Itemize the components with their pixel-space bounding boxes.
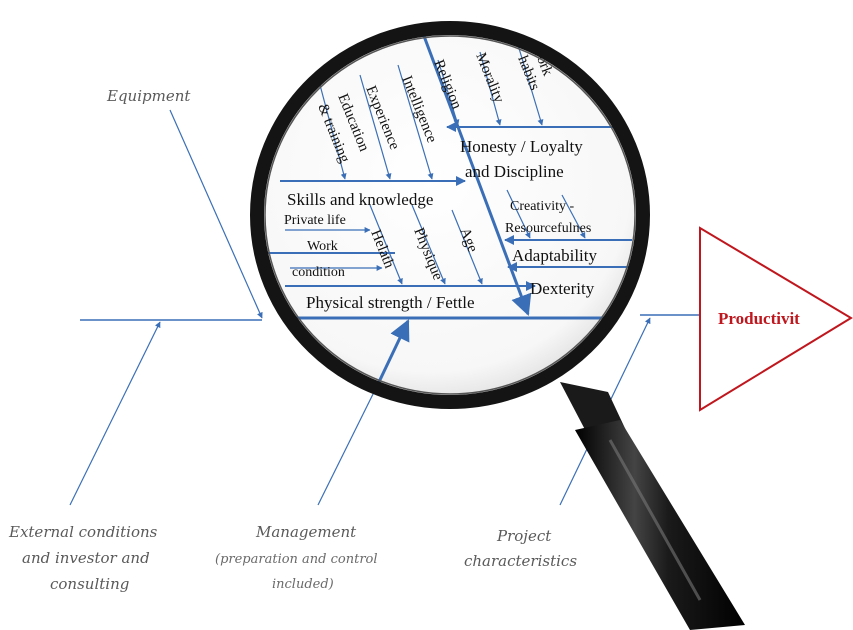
magnifier-handle <box>560 382 745 630</box>
label-management-sub-1: (preparation and control <box>215 552 378 567</box>
sub-creativity-a <box>506 189 531 239</box>
sub-education <box>319 84 347 180</box>
label-adaptability: Adaptability <box>512 246 597 265</box>
label-management: Management <box>255 523 357 541</box>
label-physical: Physical strength / Fettle <box>306 293 475 312</box>
effect-triangle <box>699 226 853 412</box>
sub-helath <box>369 204 403 285</box>
effect-label: Productivit <box>718 309 800 328</box>
label-creativity-2: Resourcefulnes <box>505 221 591 236</box>
sub-physique <box>411 204 446 285</box>
lens-rim-inner <box>264 35 636 395</box>
sub-religion <box>437 59 460 126</box>
label-external-2: and investor and <box>22 549 150 567</box>
label-project-1: Project <box>496 527 552 545</box>
label-management-sub-2: included) <box>272 577 334 592</box>
sub-experience <box>359 74 392 180</box>
sub-creativity-b <box>561 194 586 239</box>
label-skills: Skills and knowledge <box>287 190 433 209</box>
label-project-2: characteristics <box>464 552 577 570</box>
label-external-1: External conditions <box>8 523 158 541</box>
label-honesty-1: Honesty / Loyalty <box>460 137 583 156</box>
sub-age <box>451 209 483 285</box>
label-honesty-2: and Discipline <box>465 162 564 181</box>
bone-equipment <box>169 109 263 319</box>
label-work-condition-1: Work <box>307 239 338 254</box>
sub-work-habits <box>517 44 544 126</box>
bone-external <box>69 321 161 506</box>
sub-intelligence <box>397 64 434 180</box>
lens-glass <box>257 28 643 402</box>
sub-morality <box>479 51 502 126</box>
lens-rim <box>250 21 650 409</box>
inner-management-arrow <box>376 319 410 385</box>
label-private-life: Private life <box>284 213 346 228</box>
label-external-3: consulting <box>50 575 129 593</box>
label-equipment: Equipment <box>106 87 191 105</box>
bone-management <box>317 383 379 506</box>
label-dexterity: Dexterity <box>530 279 595 298</box>
label-work-condition-2: condition <box>292 265 345 280</box>
label-creativity-1: Creativity - <box>510 199 574 214</box>
